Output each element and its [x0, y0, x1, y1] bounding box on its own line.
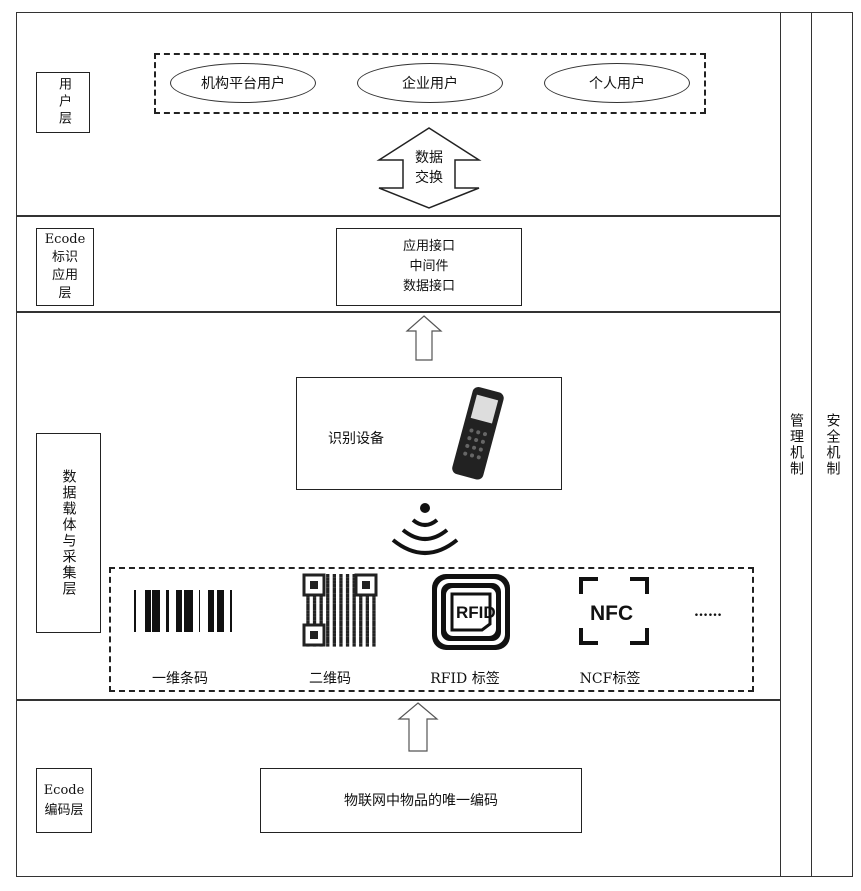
carrier-layer-label: 数据载体与采集层 — [36, 433, 101, 633]
security-label: 安全机制 — [824, 412, 841, 477]
middleware-box: 应用接口中间件数据接口 — [336, 228, 522, 306]
qr-code-icon — [302, 573, 378, 647]
user-individual: 个人用户 — [544, 63, 690, 103]
rfid-tag-icon: RFID — [432, 574, 510, 650]
unique-code-box: 物联网中物品的唯一编码 — [260, 768, 582, 833]
user-institution: 机构平台用户 — [170, 63, 316, 103]
user-layer-label: 用户层 — [36, 72, 90, 133]
exchange-label: 数据交换 — [415, 150, 443, 186]
carrier-group — [109, 567, 754, 692]
outer-frame — [16, 12, 853, 877]
label-qrcode: 二维码 — [309, 671, 351, 687]
label-rfid: RFID 标签 — [430, 671, 500, 687]
barcode-icon — [134, 590, 232, 632]
security-column: 安全机制 — [812, 12, 853, 877]
management-column: 管理机制 — [780, 12, 812, 877]
svg-text:RFID: RFID — [456, 603, 496, 622]
label-nfc: NCF标签 — [579, 671, 641, 687]
divider — [16, 699, 780, 701]
double-arrow-icon — [376, 127, 482, 209]
user-group — [154, 53, 706, 114]
user-enterprise: 企业用户 — [357, 63, 503, 103]
svg-text:NFC: NFC — [590, 602, 633, 625]
device-box — [296, 377, 562, 490]
handheld-scanner-icon — [452, 386, 504, 480]
management-label: 管理机制 — [788, 412, 804, 477]
label-barcode: 一维条码 — [152, 671, 208, 687]
more-ellipsis: …… — [694, 604, 722, 620]
nfc-icon: NFC — [579, 577, 649, 645]
up-arrow-icon — [405, 315, 443, 361]
device-label: 识别设备 — [328, 431, 384, 447]
divider — [16, 311, 780, 313]
up-arrow-icon — [397, 702, 439, 752]
wireless-signal-icon — [391, 503, 459, 555]
divider — [16, 215, 780, 217]
